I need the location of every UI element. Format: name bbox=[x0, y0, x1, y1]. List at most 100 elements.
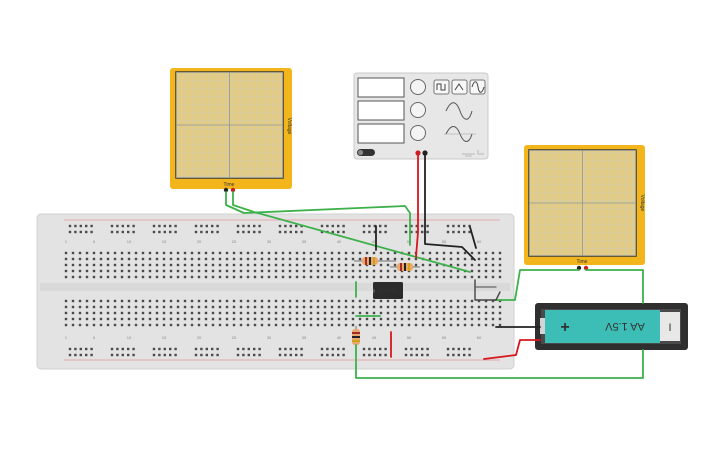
breadboard-hole[interactable] bbox=[362, 224, 366, 228]
breadboard-hole[interactable] bbox=[232, 311, 236, 315]
breadboard-hole[interactable] bbox=[414, 275, 418, 279]
breadboard-hole[interactable] bbox=[232, 299, 236, 303]
breadboard-hole[interactable] bbox=[204, 257, 208, 261]
breadboard-hole[interactable] bbox=[331, 224, 334, 228]
breadboard-hole[interactable] bbox=[288, 263, 292, 267]
breadboard-hole[interactable] bbox=[428, 311, 432, 315]
breadboard-hole[interactable] bbox=[218, 251, 222, 255]
breadboard-hole[interactable] bbox=[358, 299, 362, 303]
breadboard-hole[interactable] bbox=[428, 317, 432, 321]
breadboard-hole[interactable] bbox=[491, 299, 495, 303]
breadboard-hole[interactable] bbox=[162, 305, 166, 309]
breadboard-hole[interactable] bbox=[435, 305, 439, 309]
breadboard-hole[interactable] bbox=[85, 347, 88, 351]
breadboard-hole[interactable] bbox=[449, 323, 453, 327]
breadboard-hole[interactable] bbox=[373, 347, 376, 351]
breadboard-hole[interactable] bbox=[421, 269, 425, 273]
breadboard-hole[interactable] bbox=[468, 230, 471, 234]
breadboard-hole[interactable] bbox=[309, 311, 313, 315]
breadboard-hole[interactable] bbox=[351, 317, 355, 321]
breadboard-hole[interactable] bbox=[415, 230, 418, 234]
breadboard-hole[interactable] bbox=[421, 224, 424, 228]
breadboard-hole[interactable] bbox=[225, 275, 229, 279]
wires[interactable] bbox=[225, 154, 644, 379]
breadboard-hole[interactable] bbox=[326, 224, 329, 228]
breadboard-hole[interactable] bbox=[211, 230, 214, 234]
breadboard-hole[interactable] bbox=[158, 347, 161, 351]
breadboard-hole[interactable] bbox=[246, 269, 250, 273]
breadboard-hole[interactable] bbox=[194, 347, 198, 351]
breadboard-hole[interactable] bbox=[246, 317, 250, 321]
breadboard-hole[interactable] bbox=[421, 263, 425, 267]
breadboard-hole[interactable] bbox=[274, 317, 278, 321]
breadboard-hole[interactable] bbox=[169, 269, 173, 273]
breadboard-hole[interactable] bbox=[253, 263, 257, 267]
breadboard-hole[interactable] bbox=[132, 230, 135, 234]
breadboard-hole[interactable] bbox=[253, 224, 256, 228]
breadboard-hole[interactable] bbox=[295, 251, 299, 255]
battery-aa[interactable]: + AA 1.5V I bbox=[535, 303, 688, 350]
breadboard-hole[interactable] bbox=[99, 257, 103, 261]
breadboard-hole[interactable] bbox=[278, 347, 282, 351]
breadboard-hole[interactable] bbox=[337, 230, 340, 234]
function-generator[interactable]: ON bbox=[353, 72, 489, 160]
breadboard-hole[interactable] bbox=[295, 311, 299, 315]
breadboard-hole[interactable] bbox=[351, 305, 355, 309]
breadboard-hole[interactable] bbox=[302, 305, 306, 309]
breadboard-hole[interactable] bbox=[85, 353, 88, 357]
breadboard-hole[interactable] bbox=[85, 263, 89, 267]
breadboard-hole[interactable] bbox=[342, 347, 345, 351]
breadboard-hole[interactable] bbox=[320, 347, 324, 351]
breadboard-hole[interactable] bbox=[176, 317, 180, 321]
breadboard-hole[interactable] bbox=[205, 224, 208, 228]
breadboard-hole[interactable] bbox=[155, 275, 159, 279]
breadboard-hole[interactable] bbox=[456, 257, 460, 261]
breadboard-hole[interactable] bbox=[337, 317, 341, 321]
breadboard-hole[interactable] bbox=[435, 275, 439, 279]
breadboard-hole[interactable] bbox=[247, 224, 250, 228]
breadboard-hole[interactable] bbox=[148, 323, 152, 327]
breadboard-hole[interactable] bbox=[127, 299, 131, 303]
breadboard-hole[interactable] bbox=[239, 263, 243, 267]
breadboard-hole[interactable] bbox=[484, 263, 488, 267]
breadboard-hole[interactable] bbox=[106, 257, 110, 261]
breadboard-hole[interactable] bbox=[426, 224, 429, 228]
breadboard-hole[interactable] bbox=[134, 317, 138, 321]
breadboard-hole[interactable] bbox=[477, 263, 481, 267]
breadboard-hole[interactable] bbox=[435, 317, 439, 321]
breadboard-hole[interactable] bbox=[71, 269, 75, 273]
breadboard-hole[interactable] bbox=[344, 299, 348, 303]
breadboard-hole[interactable] bbox=[78, 269, 82, 273]
breadboard-hole[interactable] bbox=[384, 224, 387, 228]
breadboard-hole[interactable] bbox=[239, 305, 243, 309]
breadboard-hole[interactable] bbox=[421, 323, 425, 327]
breadboard-hole[interactable] bbox=[71, 257, 75, 261]
breadboard-hole[interactable] bbox=[92, 317, 96, 321]
breadboard-hole[interactable] bbox=[253, 323, 257, 327]
breadboard-hole[interactable] bbox=[344, 317, 348, 321]
breadboard-hole[interactable] bbox=[368, 224, 371, 228]
breadboard-hole[interactable] bbox=[190, 323, 194, 327]
breadboard-hole[interactable] bbox=[456, 317, 460, 321]
breadboard-hole[interactable] bbox=[407, 257, 411, 261]
breadboard-hole[interactable] bbox=[484, 269, 488, 273]
breadboard-hole[interactable] bbox=[337, 323, 341, 327]
breadboard-hole[interactable] bbox=[326, 353, 329, 357]
breadboard-hole[interactable] bbox=[410, 224, 413, 228]
resistor-3[interactable] bbox=[352, 326, 360, 348]
breadboard-hole[interactable] bbox=[253, 299, 257, 303]
breadboard-hole[interactable] bbox=[393, 263, 397, 267]
breadboard-hole[interactable] bbox=[190, 263, 194, 267]
breadboard-hole[interactable] bbox=[162, 263, 166, 267]
breadboard-hole[interactable] bbox=[64, 299, 68, 303]
breadboard-hole[interactable] bbox=[162, 323, 166, 327]
breadboard-hole[interactable] bbox=[365, 311, 369, 315]
breadboard-hole[interactable] bbox=[393, 305, 397, 309]
breadboard-hole[interactable] bbox=[225, 311, 229, 315]
oscilloscope-right[interactable]: Time Voltage bbox=[524, 145, 645, 271]
breadboard-hole[interactable] bbox=[134, 305, 138, 309]
breadboard-hole[interactable] bbox=[247, 347, 250, 351]
breadboard-hole[interactable] bbox=[426, 353, 429, 357]
breadboard-hole[interactable] bbox=[99, 323, 103, 327]
breadboard-hole[interactable] bbox=[498, 257, 502, 261]
